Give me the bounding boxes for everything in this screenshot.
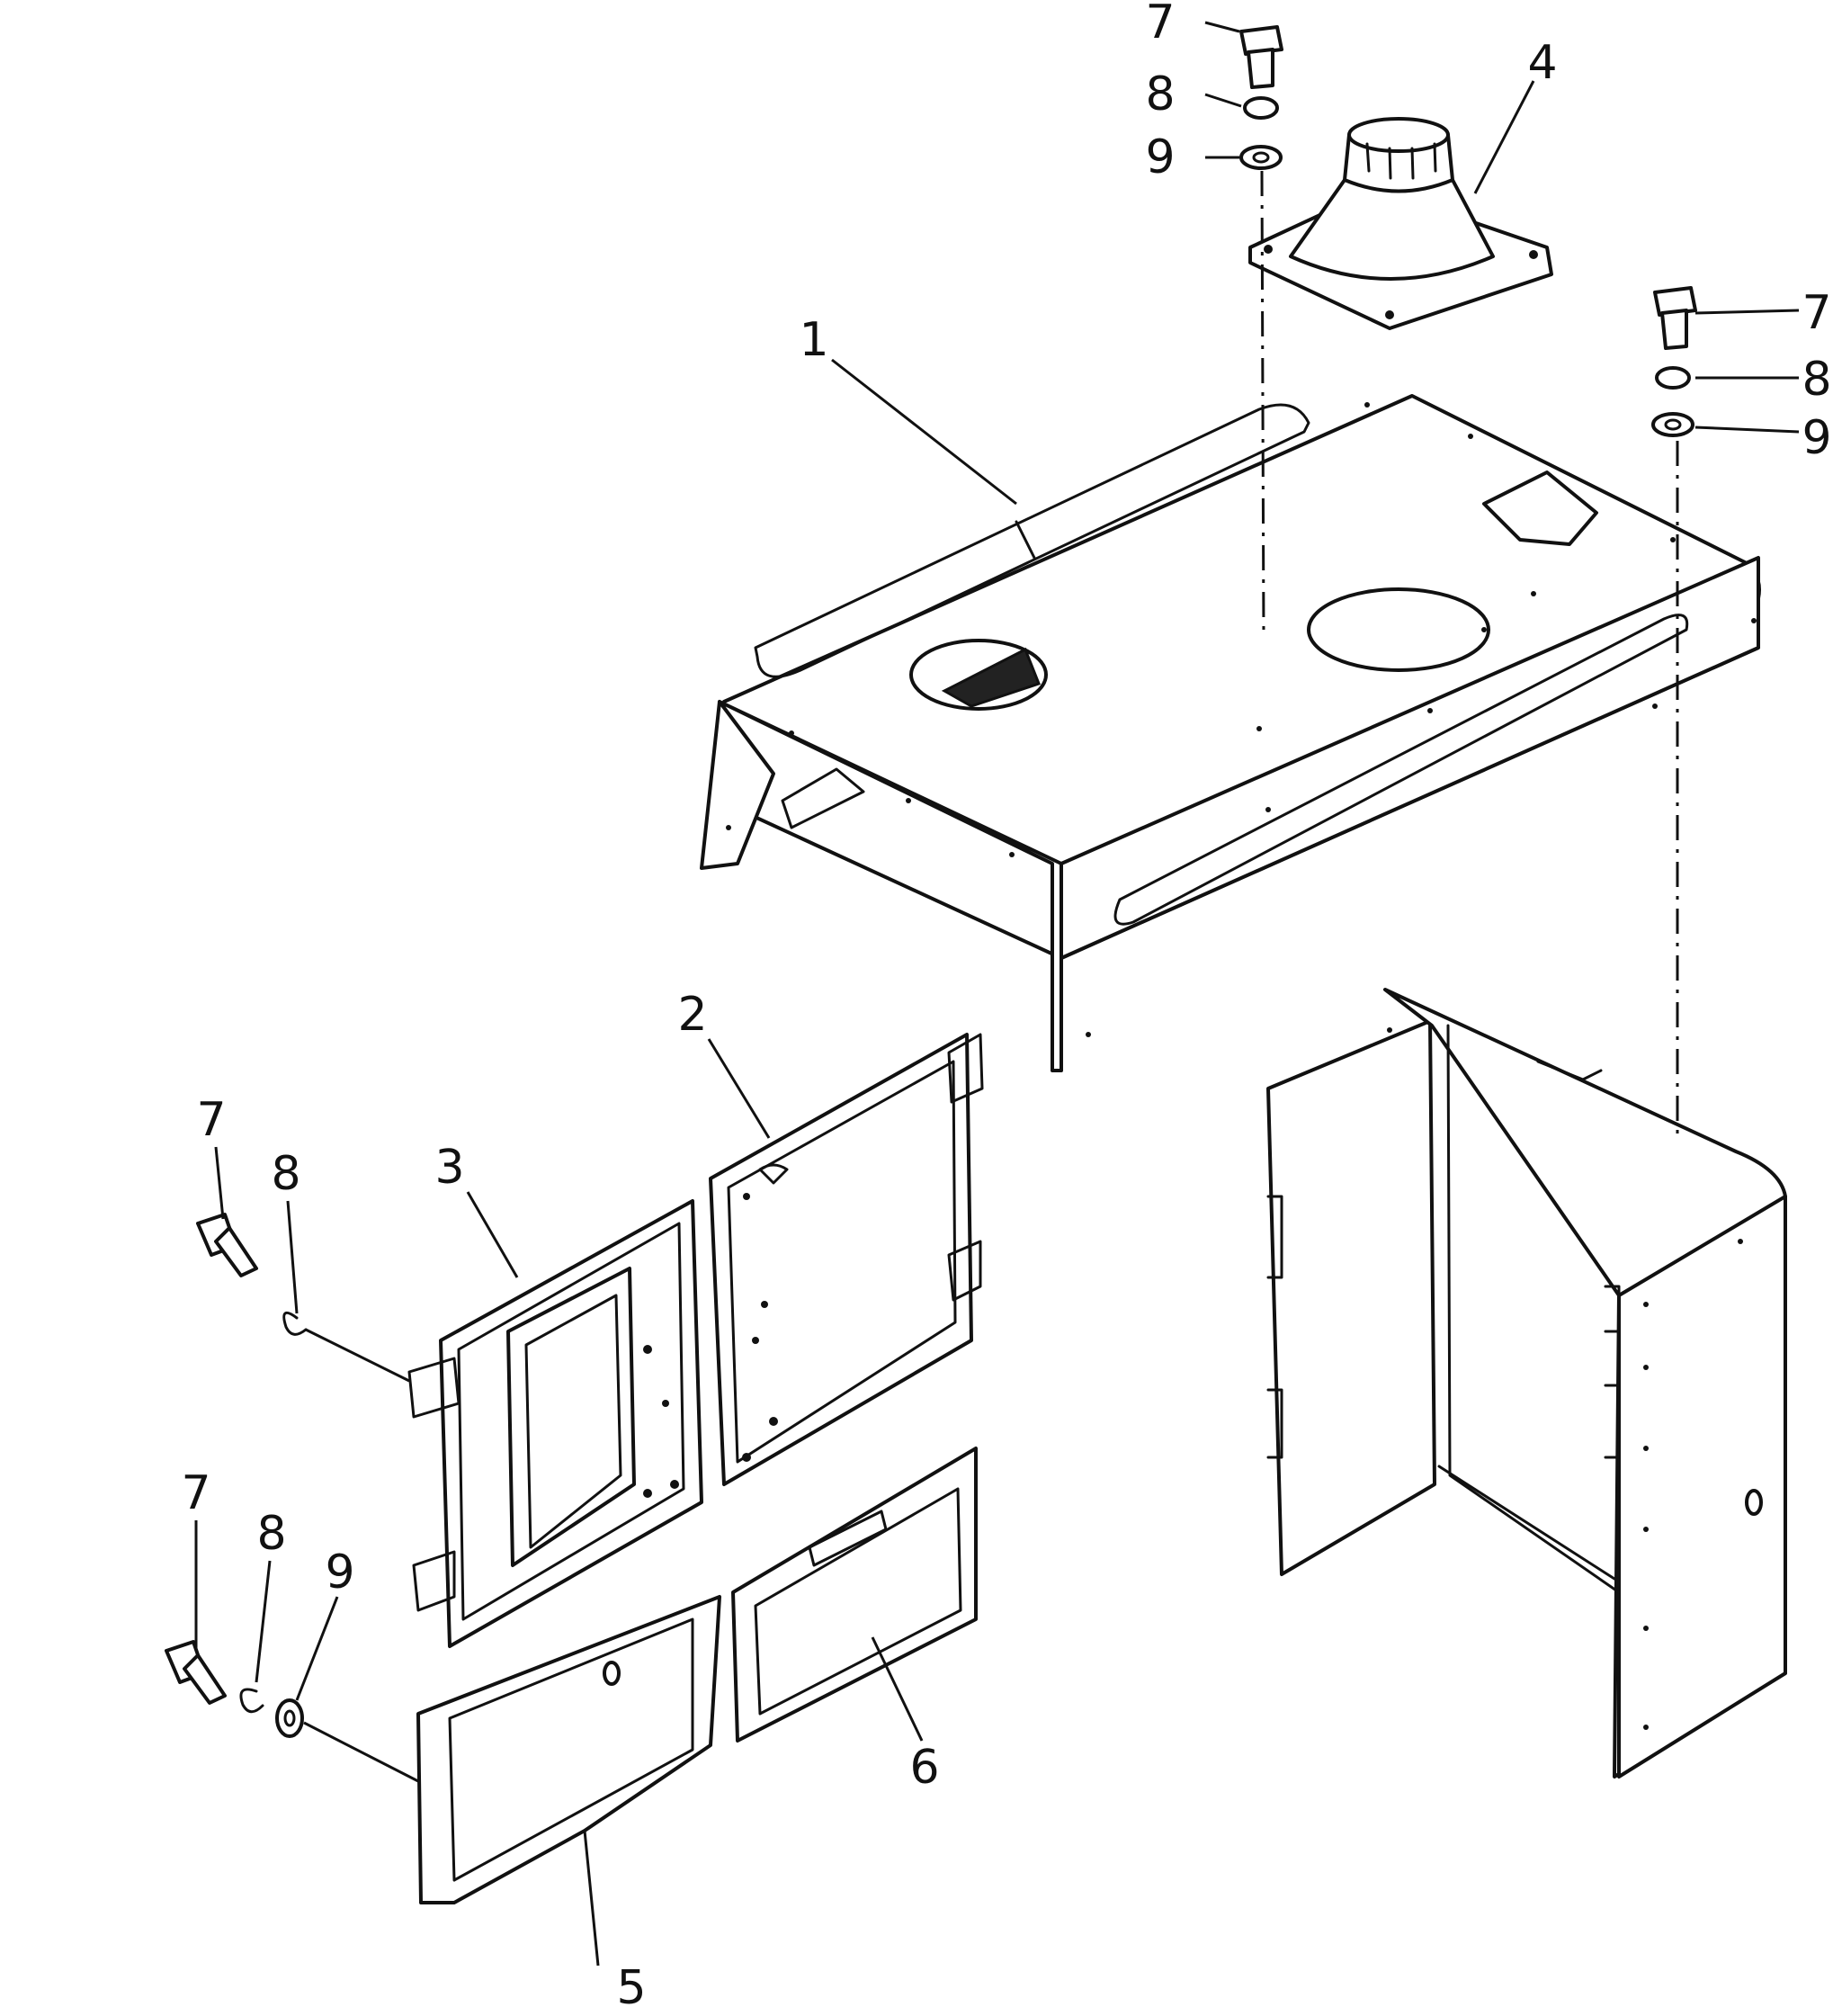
callout-upper-side-door: 2 bbox=[677, 988, 707, 1042]
callouts: 1 2 3 4 5 6 7 8 9 7 8 9 7 8 7 8 9 bbox=[181, 0, 1831, 2015]
callout-upper-access-door: 3 bbox=[434, 1141, 464, 1195]
callout-spring-washer-right: 8 bbox=[1802, 353, 1831, 407]
callout-bolt-upper-left: 7 bbox=[196, 1093, 226, 1147]
upper-access-door-part bbox=[407, 1199, 703, 1648]
leader-lines bbox=[194, 21, 1800, 1967]
hood-part bbox=[700, 394, 1761, 1072]
callout-exhaust-stack: 4 bbox=[1527, 36, 1557, 90]
callout-lower-rear-panel: 6 bbox=[909, 1741, 939, 1795]
callout-flat-washer-top: 9 bbox=[1145, 130, 1175, 184]
callout-spring-washer-top: 8 bbox=[1145, 67, 1175, 121]
callout-spring-washer-lower-left: 8 bbox=[256, 1507, 286, 1561]
assembly-lines bbox=[1260, 170, 1679, 1142]
fastener-set-top bbox=[1239, 25, 1283, 170]
lower-rear-panel-part bbox=[731, 1447, 978, 1743]
callout-flat-washer-right: 9 bbox=[1802, 411, 1831, 465]
callout-bolt-top: 7 bbox=[1145, 0, 1175, 49]
fastener-set-upper-left bbox=[196, 1213, 308, 1336]
side-enclosure-part bbox=[1266, 988, 1787, 1779]
upper-side-door-part bbox=[709, 1033, 984, 1486]
callout-bolt-lower-left: 7 bbox=[181, 1466, 210, 1520]
fastener-set-right bbox=[1651, 286, 1697, 437]
callout-hood: 1 bbox=[799, 313, 828, 367]
fastener-set-lower-left bbox=[165, 1640, 304, 1738]
callout-lower-front-panel: 5 bbox=[616, 1961, 646, 2015]
lower-front-panel-part bbox=[416, 1595, 721, 1904]
callout-flat-washer-lower-left: 9 bbox=[325, 1546, 354, 1599]
callout-bolt-right: 7 bbox=[1802, 286, 1831, 340]
exhaust-stack-flange-part bbox=[1248, 117, 1553, 330]
callout-spring-washer-upper-left: 8 bbox=[271, 1147, 300, 1201]
